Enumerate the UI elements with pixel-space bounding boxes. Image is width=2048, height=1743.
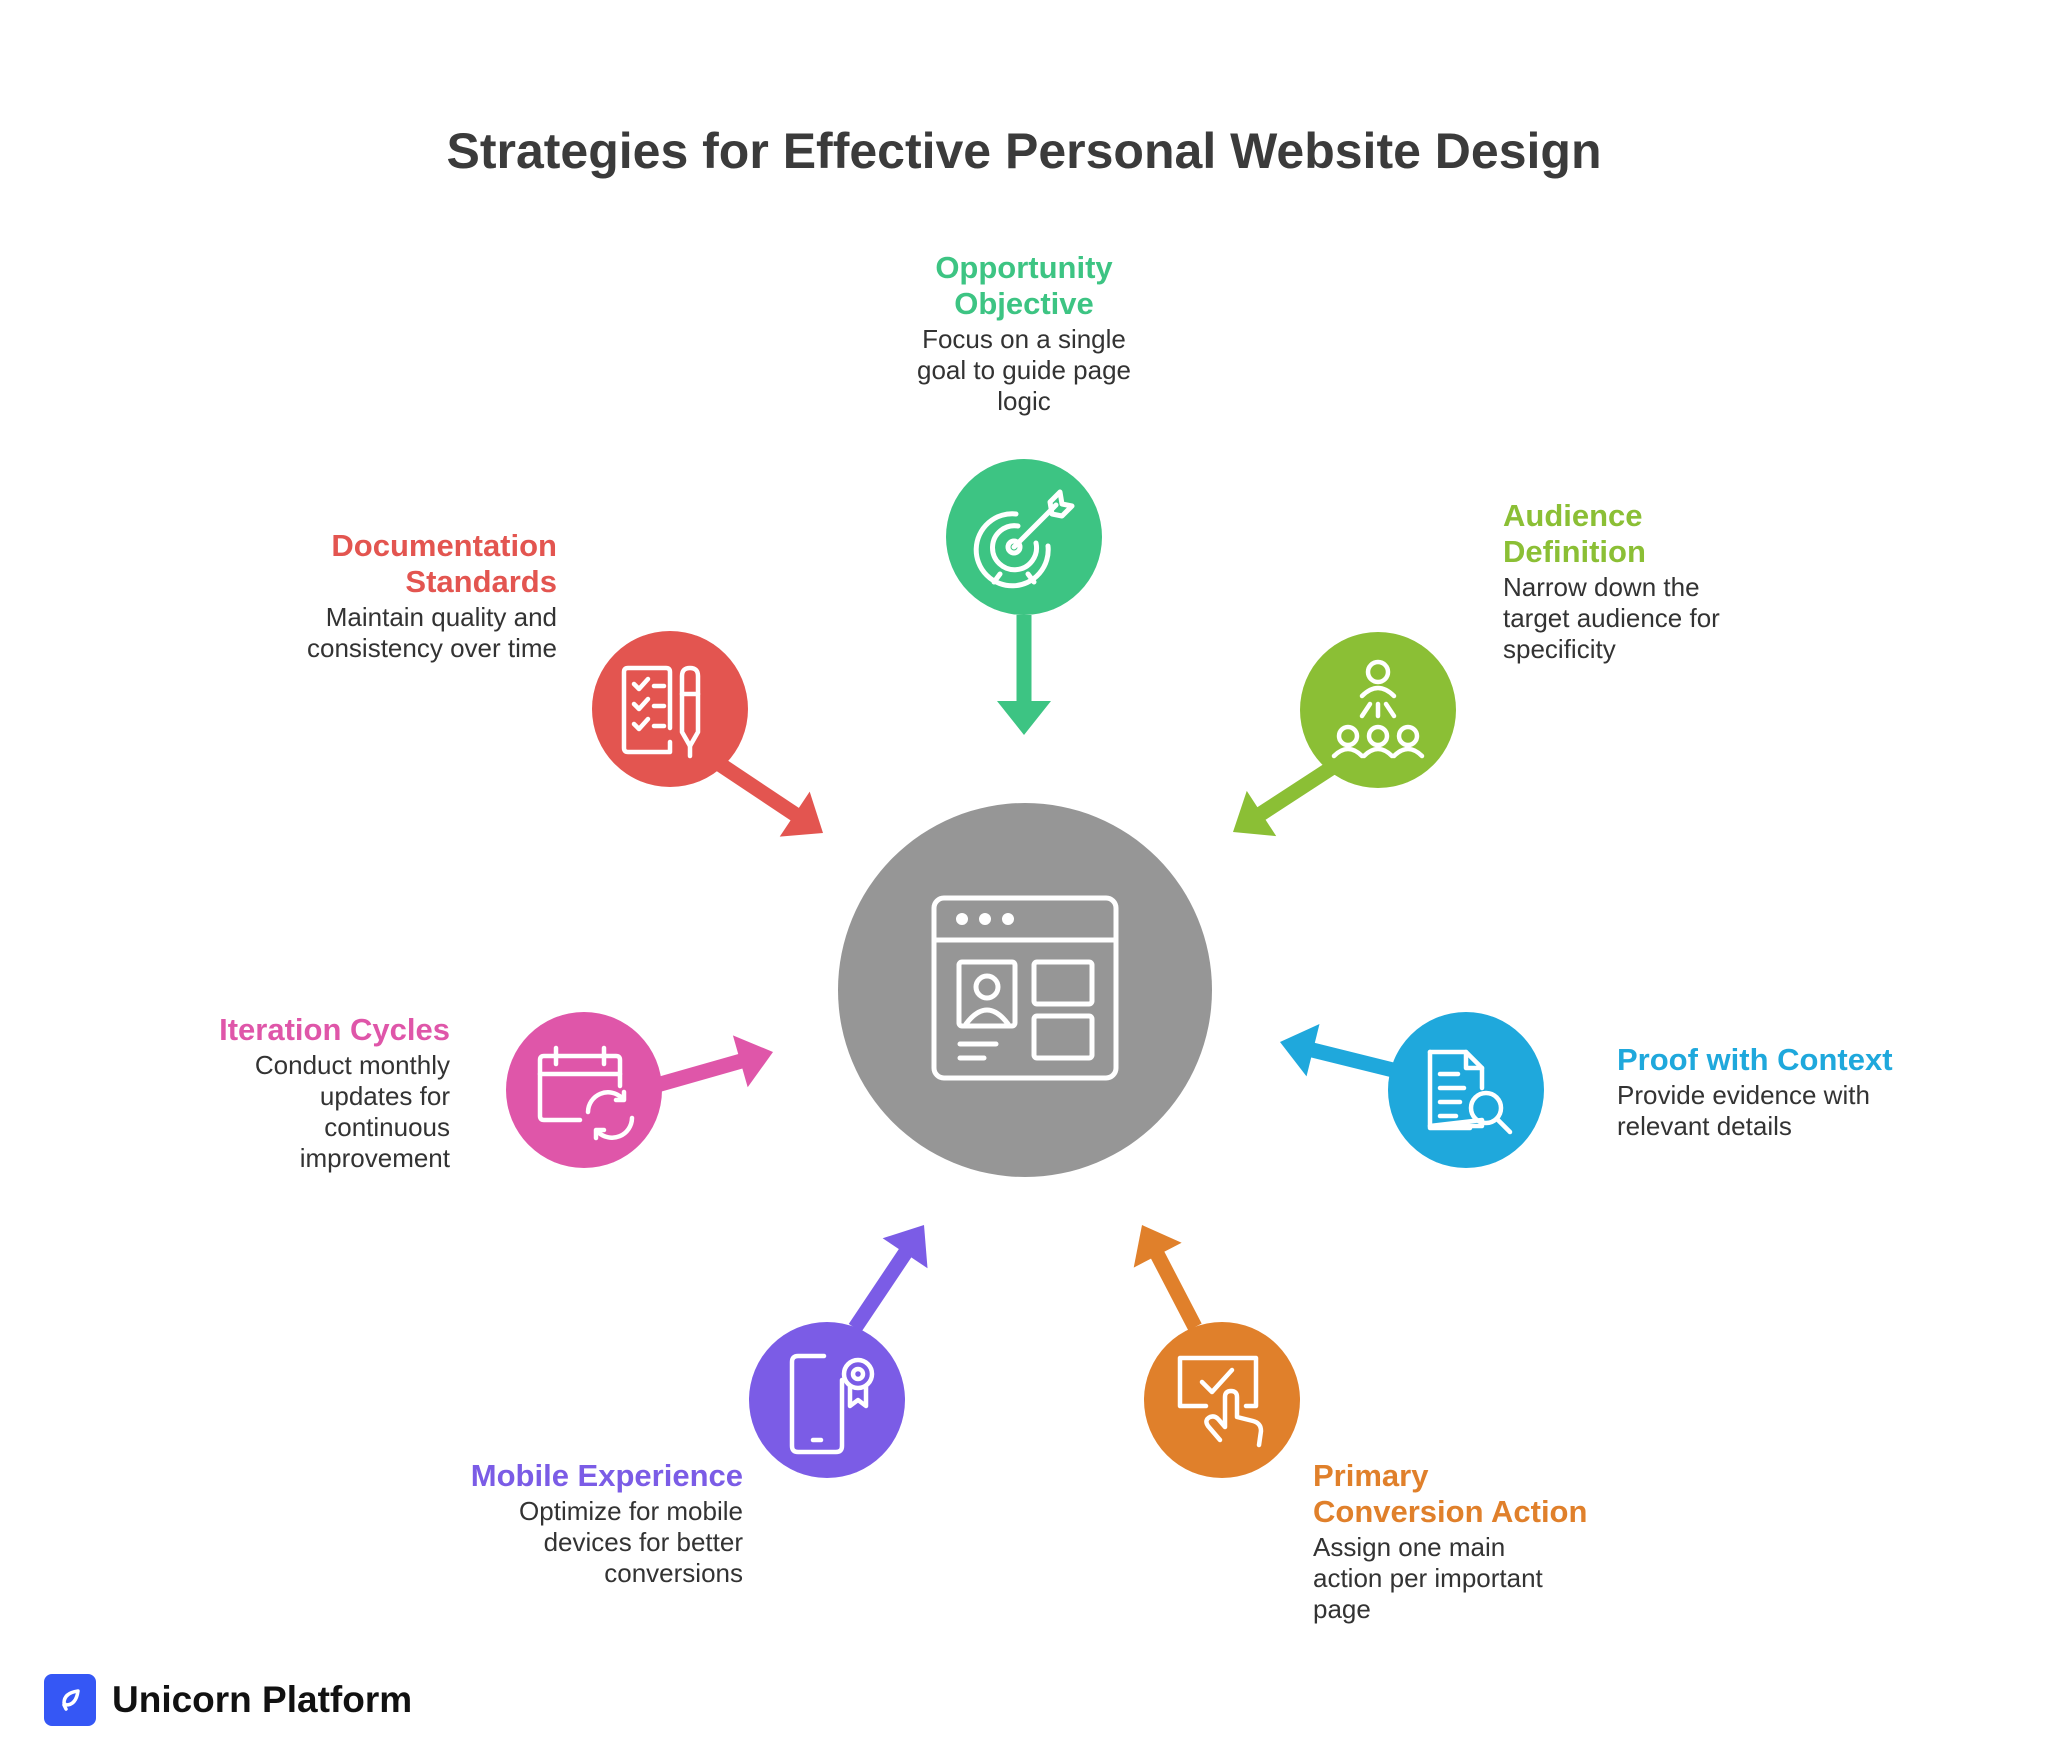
node-audience [1300, 632, 1456, 788]
audience-title-line: Definition [1503, 534, 1646, 569]
iteration-description-line: updates for [319, 1081, 450, 1111]
conversion-description-line: Assign one main [1313, 1532, 1506, 1562]
web-profile-page-icon [931, 895, 1119, 1081]
opportunity-description-line: goal to guide page [917, 355, 1131, 385]
node-iteration [506, 1012, 662, 1168]
documentation-description-line: consistency over time [307, 633, 557, 663]
arrow-conversion-shaft [1150, 1249, 1202, 1331]
audience-description-line: Narrow down the [1503, 572, 1700, 602]
audience-group-icon [1331, 659, 1425, 759]
arrow-audience-head [1233, 790, 1277, 837]
proof-title: Proof with Context [1617, 1042, 1977, 1078]
arrow-audience-shaft [1255, 758, 1341, 821]
conversion-description: Assign one main action per important pag… [1313, 1532, 1653, 1625]
conversion-title: Primary Conversion Action [1313, 1458, 1653, 1530]
proof-description-line: Provide evidence with [1617, 1080, 1870, 1110]
mobile-description-line: conversions [604, 1558, 743, 1588]
documentation-title: Documentation Standards [217, 528, 557, 600]
proof-description-line: relevant details [1617, 1111, 1792, 1141]
audience-title-line: Audience [1503, 498, 1643, 533]
brand-name: Unicorn Platform [112, 1679, 413, 1720]
node-opportunity [946, 459, 1102, 615]
calendar-refresh-icon [537, 1045, 635, 1141]
node-mobile [749, 1322, 905, 1478]
documentation-description: Maintain quality and consistency over ti… [217, 602, 557, 664]
arrow-iteration-head [732, 1035, 773, 1088]
arrow-documentation-head [779, 791, 823, 837]
node-documentation [592, 631, 748, 787]
conversion-title-line: Conversion Action [1313, 1494, 1588, 1529]
node-proof-circle [1388, 1012, 1544, 1168]
mobile-description-line: devices for better [543, 1527, 743, 1557]
label-proof: Proof with Context Provide evidence with… [1617, 1042, 1977, 1142]
arrow-mobile-head [882, 1225, 928, 1269]
arrow-iteration-shaft [654, 1053, 745, 1093]
node-mobile-circle [749, 1322, 905, 1478]
conversion-description-line: page [1313, 1594, 1371, 1624]
iteration-title-line: Iteration Cycles [219, 1012, 450, 1047]
iteration-description-line: continuous [324, 1112, 450, 1142]
audience-description-line: target audience for [1503, 603, 1720, 633]
arrow-proof-shaft [1309, 1042, 1395, 1078]
label-conversion: Primary Conversion Action Assign one mai… [1313, 1458, 1653, 1625]
conversion-description-line: action per important [1313, 1563, 1543, 1593]
proof-title-line: Proof with Context [1617, 1042, 1893, 1077]
opportunity-description: Focus on a single goal to guide page log… [894, 324, 1154, 417]
label-audience: Audience Definition Narrow down the targ… [1503, 498, 1823, 665]
hub-circle [838, 803, 1212, 1177]
arrow-conversion-head [1133, 1225, 1182, 1268]
mobile-title-line: Mobile Experience [470, 1458, 743, 1493]
page-title: Strategies for Effective Personal Websit… [446, 123, 1602, 179]
label-opportunity: Opportunity Objective Focus on a single … [894, 250, 1154, 417]
node-proof [1388, 1012, 1544, 1168]
conversion-title-line: Primary [1313, 1458, 1429, 1493]
unicorn-logo-icon [44, 1674, 96, 1726]
checklist-pen-icon [621, 665, 701, 759]
proof-description: Provide evidence with relevant details [1617, 1080, 1977, 1142]
arrow-documentation-shaft [713, 756, 801, 822]
iteration-description: Conduct monthly updates for continuous i… [150, 1050, 450, 1174]
arrow-mobile-shaft [848, 1247, 913, 1333]
label-iteration: Iteration Cycles Conduct monthly updates… [150, 1012, 450, 1174]
connector-arrows [654, 615, 1395, 1333]
central-hub [838, 803, 1212, 1177]
opportunity-title-line: Opportunity [935, 250, 1113, 285]
mobile-title: Mobile Experience [383, 1458, 743, 1494]
label-documentation: Documentation Standards Maintain quality… [217, 528, 557, 664]
label-mobile: Mobile Experience Optimize for mobile de… [383, 1458, 743, 1589]
mobile-description-line: Optimize for mobile [519, 1496, 743, 1526]
documentation-title-line: Standards [405, 564, 557, 599]
iteration-description-line: improvement [299, 1143, 450, 1173]
iteration-description-line: Conduct monthly [254, 1050, 450, 1080]
audience-title: Audience Definition [1503, 498, 1823, 570]
mobile-badge-icon [789, 1353, 875, 1455]
click-check-icon [1177, 1355, 1264, 1448]
brand: Unicorn Platform [44, 1673, 412, 1727]
opportunity-description-line: Focus on a single [922, 324, 1126, 354]
arrow-proof-head [1280, 1023, 1320, 1077]
opportunity-title: Opportunity Objective [894, 250, 1154, 322]
mobile-description: Optimize for mobile devices for better c… [383, 1496, 743, 1589]
arrow-opportunity-head [997, 701, 1051, 735]
target-arrow-icon [973, 489, 1075, 589]
audience-description-line: specificity [1503, 634, 1616, 664]
document-search-icon [1427, 1049, 1513, 1135]
documentation-description-line: Maintain quality and [325, 602, 557, 632]
node-iteration-circle [506, 1012, 662, 1168]
node-conversion [1144, 1322, 1300, 1478]
node-conversion-circle [1144, 1322, 1300, 1478]
audience-description: Narrow down the target audience for spec… [1503, 572, 1823, 665]
documentation-title-line: Documentation [331, 528, 557, 563]
opportunity-title-line: Objective [954, 286, 1094, 321]
iteration-title: Iteration Cycles [150, 1012, 450, 1048]
opportunity-description-line: logic [997, 386, 1051, 416]
